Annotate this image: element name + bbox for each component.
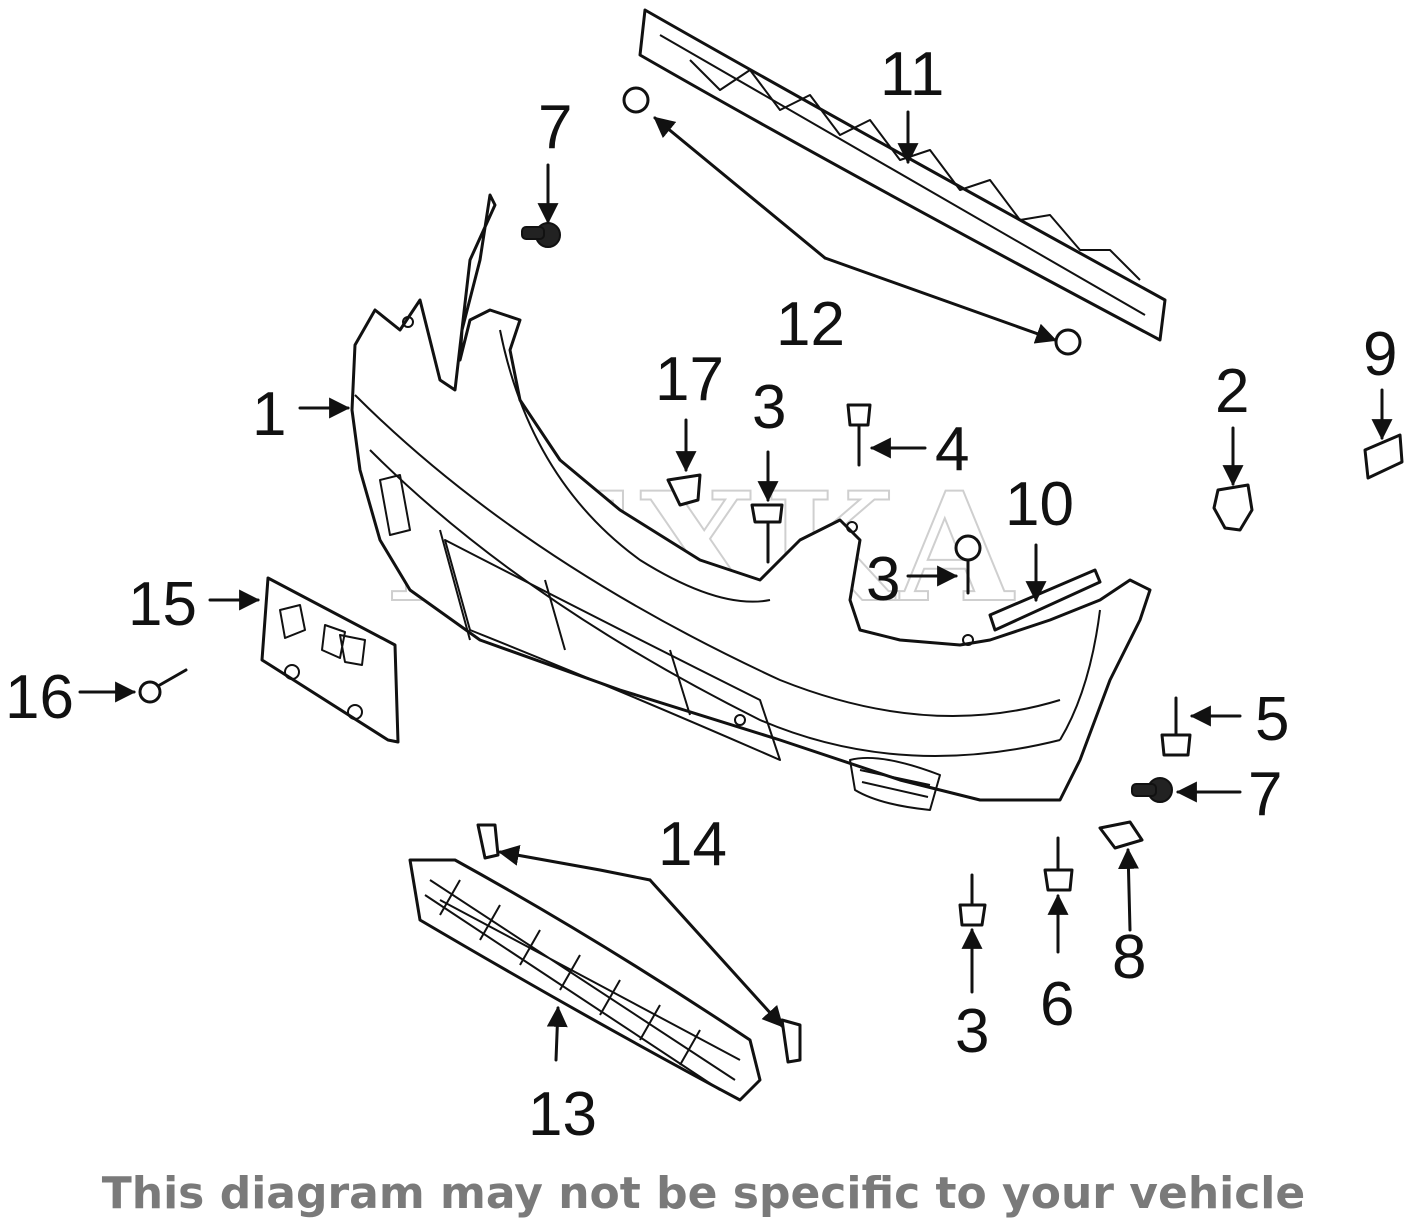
callout-12: 12 xyxy=(776,290,845,359)
part-license-bracket xyxy=(260,576,400,744)
callout-15: 15 xyxy=(128,570,197,639)
part-clip-17 xyxy=(666,473,702,507)
callout-3-center: 3 xyxy=(752,373,786,442)
callout-1: 1 xyxy=(252,380,286,449)
callout-16: 16 xyxy=(5,663,74,732)
callout-7-upper: 7 xyxy=(538,93,572,162)
callout-9: 9 xyxy=(1363,320,1397,389)
leader-lines xyxy=(78,110,1393,1062)
part-clip-2 xyxy=(1212,483,1254,532)
part-clip-8 xyxy=(1098,820,1144,850)
part-energy-absorber xyxy=(638,8,1167,342)
callout-17: 17 xyxy=(655,345,724,414)
callout-14: 14 xyxy=(658,810,727,879)
part-brackets-14 xyxy=(476,823,802,1064)
part-bumper-cover xyxy=(350,193,1152,811)
callout-2: 2 xyxy=(1215,357,1249,426)
callout-8: 8 xyxy=(1112,923,1146,992)
callout-5: 5 xyxy=(1255,685,1289,754)
disclaimer-text: This diagram may not be specific to your… xyxy=(101,1168,1306,1219)
callout-13: 13 xyxy=(528,1080,597,1149)
callout-labels: 1 7 11 12 17 3 4 3 10 2 9 5 7 8 6 3 15 1… xyxy=(5,40,1397,1149)
part-retainer-clips-12 xyxy=(622,86,1082,356)
callout-6: 6 xyxy=(1040,970,1074,1039)
callout-7-lower: 7 xyxy=(1248,760,1282,829)
callout-3-bottom: 3 xyxy=(955,997,989,1066)
part-label-9 xyxy=(1363,433,1404,480)
callout-11: 11 xyxy=(880,40,944,109)
part-screws xyxy=(750,403,1192,927)
callout-3-right: 3 xyxy=(866,545,900,614)
callout-4: 4 xyxy=(935,415,969,484)
callout-10: 10 xyxy=(1005,470,1074,539)
part-pushpin-7-lower xyxy=(1131,777,1173,803)
part-bolt-16 xyxy=(138,668,188,704)
part-lower-grille xyxy=(408,858,762,1102)
part-pushpin-7-upper xyxy=(521,222,561,248)
